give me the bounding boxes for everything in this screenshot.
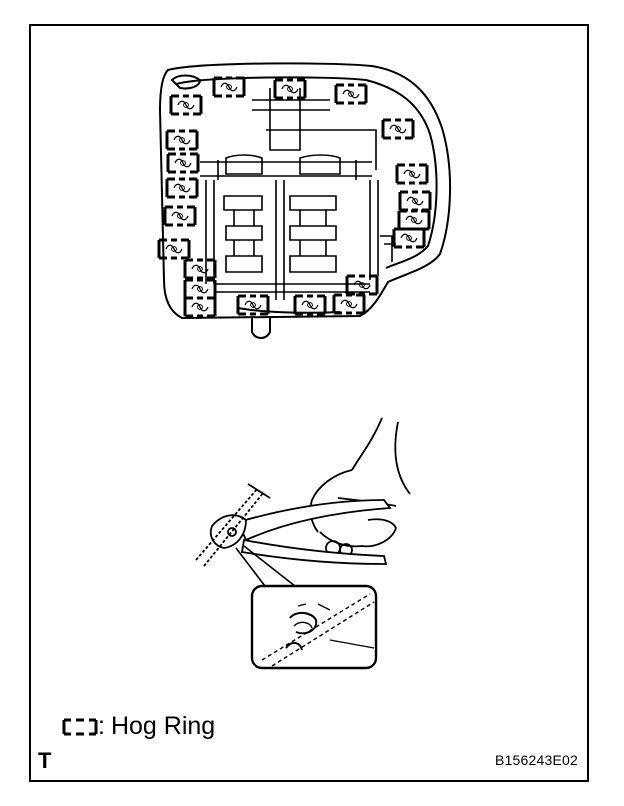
hog-ring-detail-inset (250, 584, 378, 670)
illustration-frame (29, 24, 589, 782)
legend-label: Hog Ring (110, 712, 216, 740)
seat-cushion-outline (158, 62, 451, 339)
hand-with-pliers (195, 417, 411, 567)
legend: : Hog Ring (62, 712, 215, 741)
hog-ring-bracket-icon (62, 718, 98, 735)
corner-mark: T (38, 748, 52, 773)
detail-leader-lines (235, 545, 301, 591)
figure-code: B156243E02 (495, 752, 578, 768)
seat-wire-frame (200, 88, 396, 300)
legend-separator: : (98, 712, 105, 740)
